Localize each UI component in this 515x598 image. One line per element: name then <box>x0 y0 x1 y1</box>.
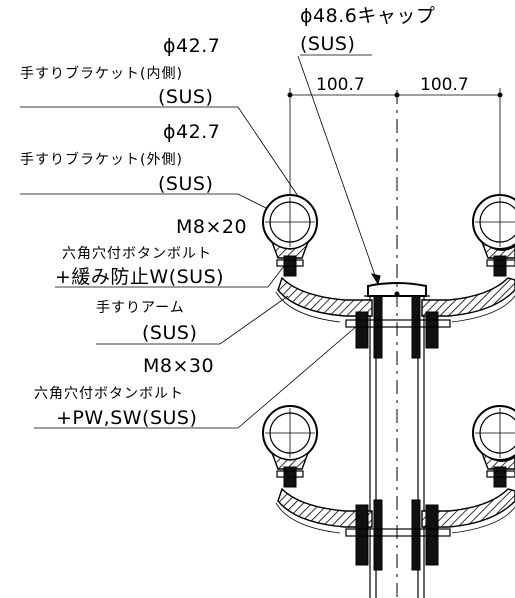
cap-material-label: (SUS) <box>300 33 355 55</box>
dim-right-label: 100.7 <box>420 75 469 95</box>
arm-name-label: 手すりアーム <box>96 300 185 316</box>
inner-bracket-material-label: (SUS) <box>158 86 213 108</box>
bolt1-extra-label: +緩み防止W(SUS) <box>55 266 224 288</box>
leader-lines <box>20 54 381 429</box>
inner-bracket-name-label: 手すりブラケット(内側) <box>20 65 183 82</box>
bolt2-size-label: M8×30 <box>143 355 214 377</box>
bolt1-name-label: 六角穴付ボタンボルト <box>62 246 212 262</box>
bolt2-name-label: 六角穴付ボタンボルト <box>34 386 184 402</box>
cap-size-label: ϕ48.6キャップ <box>300 5 435 27</box>
text-labels: ϕ48.6キャップ (SUS) 100.7 100.7 ϕ42.7 手すりブラケ… <box>20 5 469 429</box>
rail-pipe-upper-right <box>472 194 515 250</box>
inner-bracket-size-label: ϕ42.7 <box>163 35 220 57</box>
arm-material-label: (SUS) <box>142 322 197 344</box>
upper-tier <box>262 194 515 359</box>
bolt1-size-label: M8×20 <box>176 216 247 238</box>
dimension-lines <box>287 88 503 196</box>
outer-bracket-size-label: ϕ42.7 <box>163 121 220 143</box>
outer-bracket-name-label: 手すりブラケット(外側) <box>20 151 183 168</box>
bolt2-extra-label: +PW,SW(SUS) <box>56 407 197 429</box>
dim-left-label: 100.7 <box>316 75 365 95</box>
lower-tier <box>262 405 515 571</box>
outer-bracket-material-label: (SUS) <box>158 173 213 195</box>
rail-pipe-lower-right <box>472 405 515 461</box>
